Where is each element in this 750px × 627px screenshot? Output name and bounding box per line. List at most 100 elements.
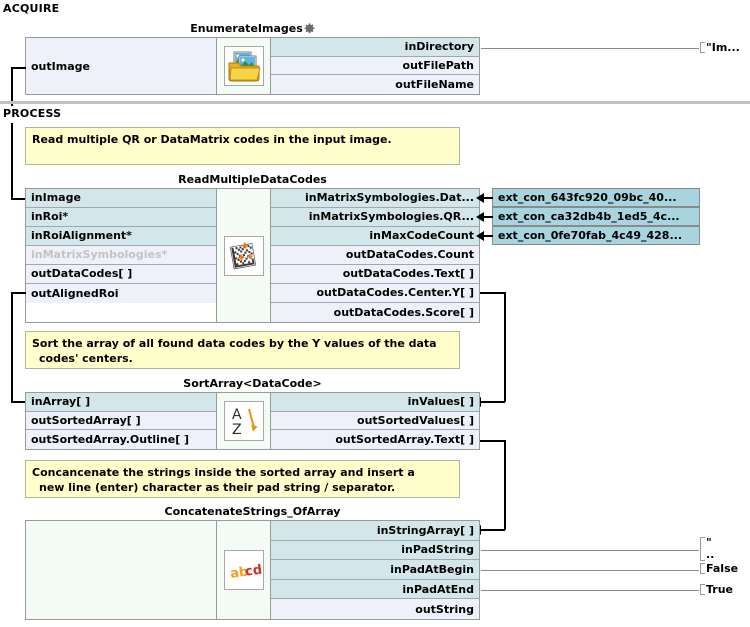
block-body-read-multiple-data-codes: inImage inRoi* inRoiAlignment* inMatrixS… bbox=[25, 188, 480, 323]
block-sort-array[interactable]: SortArray<DataCode> inArray[ ] outSorted… bbox=[25, 377, 480, 450]
comment-read-codes[interactable]: Read multiple QR or DataMatrix codes in … bbox=[25, 127, 460, 165]
arrow-ext-maxcount bbox=[476, 231, 484, 241]
port-in-pad-at-begin[interactable]: inPadAtBegin bbox=[271, 560, 479, 580]
block-title-concatenate-strings: ConcatenateStrings_OfArray bbox=[164, 505, 341, 518]
block-right-ports-enumerate-images: inDirectory outFilePath outFileName bbox=[271, 38, 479, 94]
port-out-sorted-array-outline[interactable]: outSortedArray.Outline[ ] bbox=[26, 430, 216, 449]
port-in-matrix-symbologies-qr[interactable]: inMatrixSymbologies.QR... bbox=[271, 207, 479, 227]
wire-sorted-text-to-in-string-array bbox=[480, 529, 505, 531]
block-concatenate-strings[interactable]: ConcatenateStrings_OfArray ab cd inStrin… bbox=[25, 505, 480, 620]
port-in-array[interactable]: inArray[ ] bbox=[26, 393, 216, 412]
wire-center-y-out bbox=[480, 292, 505, 294]
ext-connector-qr[interactable]: ext_con_ca32db4b_1ed5_4c... bbox=[492, 207, 700, 226]
abcd-text-icon: ab cd bbox=[223, 550, 264, 590]
block-icon-sort-array: A Z bbox=[216, 393, 271, 449]
wire-sorted-text-vertical bbox=[504, 440, 506, 530]
block-right-ports-read-codes: inMatrixSymbologies.Dat... inMatrixSymbo… bbox=[271, 189, 479, 322]
ext-connector-maxcount[interactable]: ext_con_0fe70fab_4c49_428... bbox=[492, 226, 700, 245]
arrow-ext-qr bbox=[476, 212, 484, 222]
block-title-read-multiple-data-codes: ReadMultipleDataCodes bbox=[178, 173, 327, 186]
datamatrix-icon bbox=[223, 235, 264, 276]
section-label-acquire: ACQUIRE bbox=[3, 2, 60, 15]
block-right-ports-concatenate: inStringArray[ ] inPadString inPadAtBegi… bbox=[271, 521, 479, 619]
port-in-image[interactable]: inImage bbox=[26, 189, 216, 208]
svg-text:Z: Z bbox=[232, 422, 242, 438]
wire-ext-qr bbox=[481, 216, 493, 218]
comment-concatenate[interactable]: Concancenate the strings inside the sort… bbox=[25, 460, 460, 498]
block-left-ports-enumerate-images: outImage bbox=[26, 38, 216, 94]
comment-sort-line2: codes' centers. bbox=[39, 352, 133, 365]
block-title-text: EnumerateImages bbox=[190, 22, 303, 35]
block-icon-read-codes bbox=[216, 189, 271, 322]
port-in-string-array[interactable]: inStringArray[ ] bbox=[271, 521, 479, 541]
gear-icon[interactable] bbox=[304, 23, 315, 37]
wire-ext-maxcount bbox=[481, 235, 493, 237]
wire-ext-datamatrix bbox=[481, 197, 493, 199]
literal-in-pad-at-begin[interactable]: False bbox=[700, 562, 739, 575]
literal-in-pad-string-line2: .. bbox=[706, 548, 715, 561]
port-out-file-name[interactable]: outFileName bbox=[271, 75, 479, 94]
literal-in-pad-string[interactable]: " .. bbox=[700, 536, 715, 561]
block-icon-concatenate: ab cd bbox=[216, 521, 271, 619]
block-body-enumerate-images: outImage bbox=[25, 37, 480, 95]
port-out-data-codes[interactable]: outDataCodes[ ] bbox=[26, 264, 216, 284]
literal-bracket bbox=[700, 563, 705, 574]
port-in-values[interactable]: inValues[ ] bbox=[271, 393, 479, 412]
wire-in-pad-string bbox=[481, 550, 699, 551]
wire-center-y-vertical bbox=[504, 292, 506, 402]
literal-bracket bbox=[700, 584, 705, 595]
block-read-multiple-data-codes[interactable]: ReadMultipleDataCodes inImage inRoi* inR… bbox=[25, 173, 480, 323]
wire-sorted-text-out bbox=[480, 440, 505, 442]
block-left-ports-read-codes: inImage inRoi* inRoiAlignment* inMatrixS… bbox=[26, 189, 216, 322]
wire-out-image-vertical bbox=[11, 68, 13, 199]
block-icon-enumerate-images bbox=[216, 38, 271, 94]
comment-read-line1: Read multiple QR or DataMatrix codes in … bbox=[32, 133, 392, 146]
arrow-ext-datamatrix bbox=[476, 193, 484, 203]
literal-in-directory-value: "Im... bbox=[706, 41, 740, 54]
literal-in-pad-at-end[interactable]: True bbox=[700, 584, 733, 595]
port-in-matrix-symbologies[interactable]: inMatrixSymbologies* bbox=[26, 245, 216, 265]
port-out-aligned-roi[interactable]: outAlignedRoi bbox=[26, 283, 216, 303]
block-right-ports-sort-array: inValues[ ] outSortedValues[ ] outSorted… bbox=[271, 393, 479, 449]
svg-text:A: A bbox=[232, 407, 242, 423]
port-in-directory[interactable]: inDirectory bbox=[271, 38, 479, 57]
block-enumerate-images[interactable]: EnumerateImages outImage bbox=[25, 22, 480, 95]
port-out-data-codes-center-y[interactable]: outDataCodes.Center.Y[ ] bbox=[271, 283, 479, 303]
wire-in-directory bbox=[481, 48, 699, 49]
port-out-file-path[interactable]: outFilePath bbox=[271, 56, 479, 76]
port-in-pad-string[interactable]: inPadString bbox=[271, 540, 479, 561]
port-out-sorted-array[interactable]: outSortedArray[ ] bbox=[26, 411, 216, 431]
port-out-data-codes-score[interactable]: outDataCodes.Score[ ] bbox=[271, 302, 479, 322]
comment-sort-array[interactable]: Sort the array of all found data codes b… bbox=[25, 331, 460, 369]
port-out-string[interactable]: outString bbox=[271, 599, 479, 619]
comment-concat-line1: Concancenate the strings inside the sort… bbox=[32, 466, 415, 479]
port-out-sorted-array-text[interactable]: outSortedArray.Text[ ] bbox=[271, 430, 479, 449]
block-title-enumerate-images: EnumerateImages bbox=[25, 22, 480, 37]
section-header-acquire[interactable]: ACQUIRE bbox=[0, 1, 750, 18]
port-in-roi[interactable]: inRoi* bbox=[26, 207, 216, 227]
wire-out-image-stub bbox=[11, 67, 26, 69]
svg-text:ab: ab bbox=[229, 564, 249, 581]
port-in-matrix-symbologies-datamatrix[interactable]: inMatrixSymbologies.Dat... bbox=[271, 189, 479, 208]
literal-in-directory[interactable]: "Im... bbox=[700, 41, 740, 54]
block-left-ports-concatenate bbox=[26, 521, 216, 619]
wire-out-data-codes-stub bbox=[11, 292, 26, 294]
section-label-process: PROCESS bbox=[3, 107, 62, 120]
port-out-image[interactable]: outImage bbox=[26, 38, 216, 94]
port-out-sorted-values[interactable]: outSortedValues[ ] bbox=[271, 411, 479, 431]
comment-sort-line1: Sort the array of all found data codes b… bbox=[32, 337, 437, 350]
literal-in-pad-at-begin-value: False bbox=[706, 562, 739, 575]
ext-connector-datamatrix[interactable]: ext_con_643fc920_09bc_40... bbox=[492, 188, 700, 207]
port-in-roi-alignment[interactable]: inRoiAlignment* bbox=[26, 226, 216, 246]
section-header-process[interactable]: PROCESS bbox=[0, 101, 750, 123]
port-in-pad-at-end[interactable]: inPadAtEnd bbox=[271, 579, 479, 600]
literal-bracket bbox=[700, 42, 705, 53]
literal-in-pad-string-line1: " bbox=[706, 536, 712, 549]
wire-in-pad-at-end bbox=[481, 590, 699, 591]
port-out-data-codes-text[interactable]: outDataCodes.Text[ ] bbox=[271, 264, 479, 284]
port-out-data-codes-count[interactable]: outDataCodes.Count bbox=[271, 245, 479, 265]
block-body-sort-array: inArray[ ] outSortedArray[ ] outSortedAr… bbox=[25, 392, 480, 450]
port-in-max-code-count[interactable]: inMaxCodeCount bbox=[271, 226, 479, 246]
sort-az-icon: A Z bbox=[223, 401, 264, 441]
